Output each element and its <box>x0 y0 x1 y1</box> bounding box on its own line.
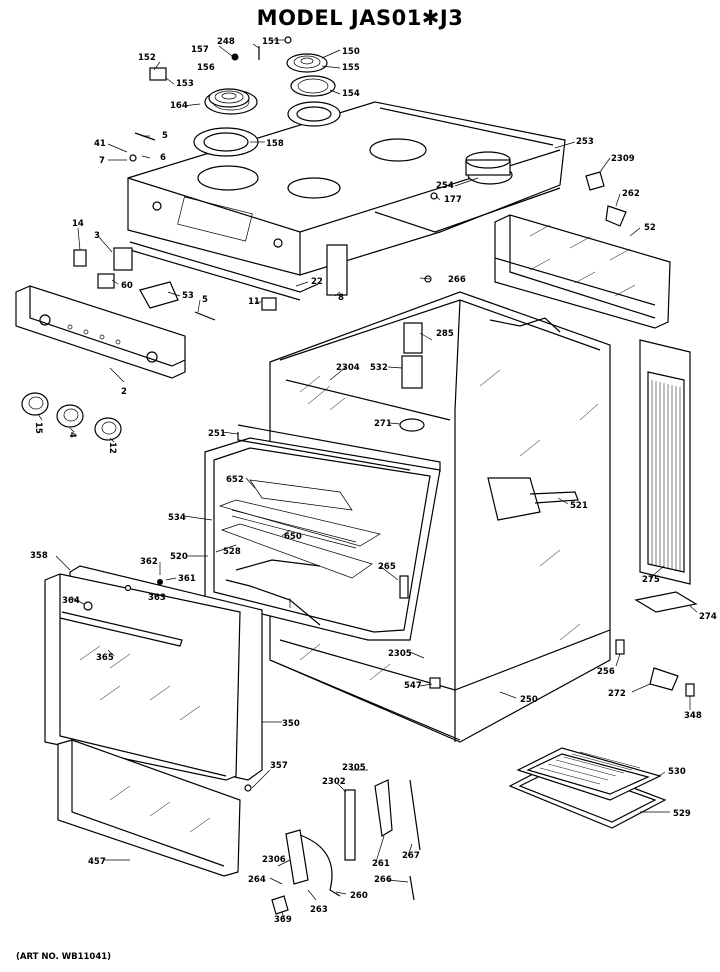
back-panel <box>494 214 671 329</box>
callout-151: 151 <box>262 37 280 47</box>
art-number: (ART NO. WB11041) <box>16 952 112 962</box>
callout-2: 2 <box>121 387 127 397</box>
callout-2309: 2309 <box>611 154 635 164</box>
callout-652: 652 <box>226 475 244 485</box>
callout-251: 251 <box>208 429 226 439</box>
callout-534: 534 <box>168 513 186 523</box>
callout-154: 154 <box>342 89 360 99</box>
callout-164: 164 <box>170 101 188 111</box>
callout-361: 361 <box>178 574 196 584</box>
control-panel <box>15 244 432 379</box>
callout-285: 285 <box>436 329 454 339</box>
callout-152: 152 <box>138 53 156 63</box>
callout-253: 253 <box>576 137 594 147</box>
callout-4: 4 <box>67 432 77 438</box>
callout-248: 248 <box>217 37 235 47</box>
callout-265: 265 <box>378 562 396 572</box>
storage-drawer <box>57 739 241 877</box>
burner-assemblies <box>129 36 341 162</box>
callout-labels: 157 248 151 150 152 155 156 153 154 164 … <box>30 37 717 925</box>
callout-158: 158 <box>266 139 284 149</box>
callout-157: 157 <box>191 45 209 55</box>
callout-260: 260 <box>350 891 368 901</box>
callout-3: 3 <box>94 231 100 241</box>
callout-350: 350 <box>282 719 300 729</box>
callout-365: 365 <box>96 653 114 663</box>
callout-348: 348 <box>684 711 702 721</box>
callout-363: 363 <box>148 593 166 603</box>
callout-250: 250 <box>520 695 538 705</box>
callout-532: 532 <box>370 363 388 373</box>
callout-272: 272 <box>608 689 626 699</box>
callout-2302: 2302 <box>322 777 346 787</box>
callout-2304: 2304 <box>336 363 360 373</box>
callout-8: 8 <box>338 293 344 303</box>
knobs <box>21 392 122 441</box>
callout-52: 52 <box>644 223 656 233</box>
callout-12: 12 <box>107 442 117 454</box>
callout-364: 364 <box>62 596 80 606</box>
callout-155: 155 <box>342 63 360 73</box>
callout-521: 521 <box>570 501 588 511</box>
callout-520: 520 <box>170 552 188 562</box>
callout-457: 457 <box>88 857 106 867</box>
callout-15: 15 <box>33 422 43 434</box>
callout-271: 271 <box>374 419 392 429</box>
callout-263: 263 <box>310 905 328 915</box>
callout-254: 254 <box>436 181 454 191</box>
callout-264: 264 <box>248 875 266 885</box>
hinges-and-hardware <box>244 171 695 915</box>
callout-650a: 650 <box>284 532 302 542</box>
callout-358: 358 <box>30 551 48 561</box>
callout-2306: 2306 <box>262 855 286 865</box>
callout-2305a: 2305 <box>388 649 412 659</box>
side-panel <box>634 339 698 613</box>
callout-5a: 5 <box>162 131 168 141</box>
callout-256: 256 <box>597 667 615 677</box>
callout-267: 267 <box>402 851 420 861</box>
callout-529: 529 <box>673 809 691 819</box>
callout-153: 153 <box>176 79 194 89</box>
callout-150: 150 <box>342 47 360 57</box>
callout-275: 275 <box>642 575 660 585</box>
callout-262: 262 <box>622 189 640 199</box>
callout-156: 156 <box>197 63 215 73</box>
callout-261: 261 <box>372 859 390 869</box>
oven-door <box>44 565 263 781</box>
broiler-pan <box>508 747 667 829</box>
callout-530: 530 <box>668 767 686 777</box>
callout-177: 177 <box>444 195 462 205</box>
callout-11: 11 <box>248 297 260 307</box>
diagram-title: MODEL JAS01✱J3 <box>256 6 464 30</box>
callout-2305b: 2305 <box>342 763 366 773</box>
callout-362: 362 <box>140 557 158 567</box>
callout-41: 41 <box>94 139 106 149</box>
callout-60: 60 <box>121 281 133 291</box>
callout-266a: 266 <box>448 275 466 285</box>
leader-lines <box>37 39 698 919</box>
callout-266b: 266 <box>374 875 392 885</box>
callout-547: 547 <box>404 681 422 691</box>
callout-369: 369 <box>274 915 292 925</box>
callout-274: 274 <box>699 612 717 622</box>
callout-6: 6 <box>160 153 166 163</box>
callout-53: 53 <box>182 291 194 301</box>
callout-528: 528 <box>223 547 241 557</box>
callout-357: 357 <box>270 761 288 771</box>
callout-5b: 5 <box>202 295 208 305</box>
callout-22: 22 <box>311 277 323 287</box>
callout-7: 7 <box>99 156 105 166</box>
callout-14: 14 <box>72 219 84 229</box>
